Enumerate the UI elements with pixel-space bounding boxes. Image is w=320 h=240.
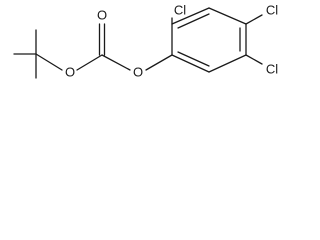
ring-inner-double-a	[177, 13, 210, 29]
atom-label-oxygen-carbonyl: O	[97, 7, 107, 22]
bond-ring-Cl5	[245, 54, 263, 65]
bond-tbutyl-O	[35, 53, 63, 71]
bond-carbonylC-O	[101, 54, 131, 71]
ring-inner-double-c	[177, 51, 210, 67]
ring-bond-3-4	[208, 7, 247, 25]
atom-label-chlorine-4: Cl	[266, 2, 278, 17]
ring-bond-2-3	[171, 7, 210, 25]
atom-label-chlorine-2: Cl	[174, 2, 186, 17]
bond-O-ring	[145, 54, 173, 71]
bond-O-carbonylC	[76, 54, 103, 71]
atom-label-oxygen-right: O	[133, 64, 143, 79]
molecule-drawing: O O O Cl Cl Cl	[13, 2, 278, 79]
ring-bond-6-1	[171, 54, 210, 73]
structure-diagram: O O O Cl Cl Cl	[0, 0, 292, 98]
atom-label-oxygen-left: O	[65, 64, 75, 79]
ring-bond-5-6	[208, 54, 247, 73]
bond-ring-Cl4	[245, 14, 263, 25]
atom-label-chlorine-5: Cl	[266, 61, 278, 76]
